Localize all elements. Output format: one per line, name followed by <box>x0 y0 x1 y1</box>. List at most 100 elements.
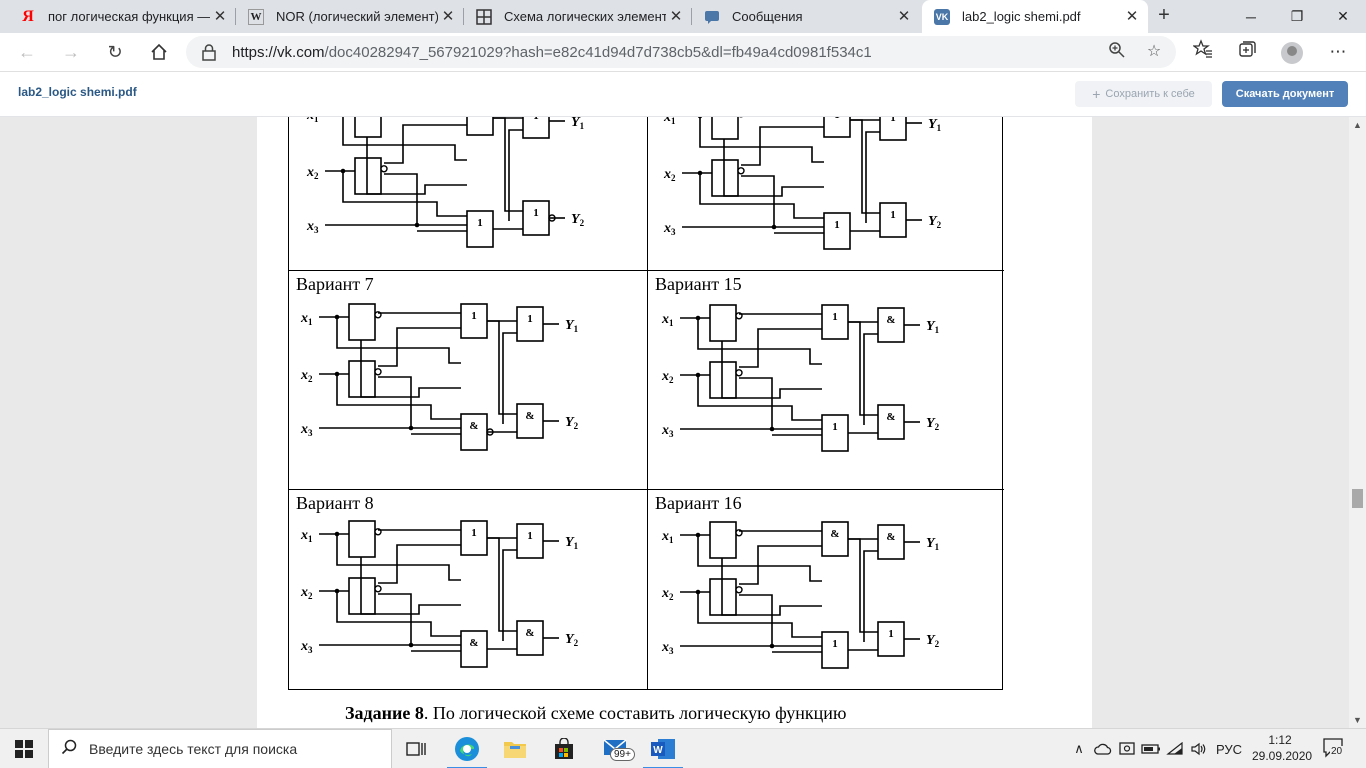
signal-label: Y1 <box>571 117 585 131</box>
task-view-button[interactable] <box>392 729 440 768</box>
taskbar-clock[interactable]: 1:12 29.09.2020 <box>1252 732 1312 764</box>
battery-icon[interactable] <box>1140 729 1162 768</box>
scroll-up-icon[interactable]: ▲ <box>1353 120 1362 130</box>
profile-avatar[interactable] <box>1281 42 1303 64</box>
logic-gate <box>460 303 488 339</box>
url-text[interactable]: https://vk.com/doc40282947_567921029?has… <box>232 44 872 61</box>
tab-yandex[interactable]: Я пог логическая функция — Ян ✕ <box>8 0 236 33</box>
yandex-icon: Я <box>22 7 34 25</box>
logic-gate <box>821 304 849 340</box>
store-button[interactable] <box>540 729 588 768</box>
address-bar[interactable]: https://vk.com/doc40282947_567921029?has… <box>186 36 1176 68</box>
minimize-button[interactable]: ─ <box>1246 8 1256 25</box>
save-to-docs-button[interactable]: +Сохранить к себе <box>1075 81 1212 107</box>
collections-icon[interactable] <box>1234 39 1260 65</box>
tab-messages[interactable]: Сообщения ✕ <box>692 0 920 33</box>
file-explorer-button[interactable] <box>491 729 539 768</box>
zoom-icon[interactable] <box>1106 41 1128 63</box>
logic-gate <box>711 117 739 140</box>
close-icon[interactable]: ✕ <box>213 7 227 25</box>
circuit-wire <box>502 332 517 424</box>
circuit-wire <box>342 171 467 217</box>
circuit-wire <box>739 545 822 585</box>
svg-text:W: W <box>653 745 663 756</box>
gate-symbol: & <box>886 314 895 326</box>
window-close-button[interactable]: ✕ <box>1337 8 1349 24</box>
scrollbar-thumb[interactable] <box>1352 489 1363 508</box>
gate-symbol: 1 <box>834 219 840 231</box>
favorites-icon[interactable] <box>1190 39 1216 65</box>
circuit-wire <box>487 537 517 632</box>
close-icon[interactable]: ✕ <box>1125 7 1139 25</box>
cloud-icon[interactable] <box>1092 729 1114 768</box>
vertical-scrollbar[interactable]: ▲ ▼ <box>1349 117 1366 728</box>
new-tab-button[interactable]: + <box>1158 4 1170 26</box>
taskbar-search[interactable]: Введите здесь текст для поиска <box>48 729 392 768</box>
wifi-icon[interactable] <box>1164 729 1186 768</box>
signal-label: x3 <box>661 640 674 656</box>
circuit-wire <box>741 126 824 166</box>
tab-wikipedia[interactable]: W NOR (логический элемент) В ✕ <box>236 0 464 33</box>
signal-label: x1 <box>661 312 674 328</box>
more-menu-icon[interactable]: ⋯ <box>1329 42 1347 61</box>
circuit-wire <box>378 593 412 645</box>
refresh-button[interactable]: ↻ <box>107 41 123 62</box>
variant-15-label: Вариант 15 <box>655 274 742 294</box>
word-taskbar-button[interactable]: W <box>639 729 687 768</box>
mail-badge: 99+ <box>610 748 635 761</box>
signal-label: x3 <box>306 219 319 235</box>
scroll-down-icon[interactable]: ▼ <box>1353 715 1362 725</box>
logic-gate <box>466 210 494 248</box>
tab-schema[interactable]: Схема логических элементов ✕ <box>464 0 692 33</box>
circuit-wire <box>336 374 461 420</box>
variants-table: x1x2x31111Y1Y2 x1x2x31111Y1Y2 Вариант 7 … <box>288 117 1004 690</box>
maximize-button[interactable]: ❐ <box>1290 8 1304 24</box>
volume-icon[interactable] <box>1188 729 1210 768</box>
circuit-wire <box>739 328 822 368</box>
close-icon[interactable]: ✕ <box>897 7 911 25</box>
home-button[interactable] <box>144 37 174 67</box>
document-page: x1x2x31111Y1Y2 x1x2x31111Y1Y2 Вариант 7 … <box>257 117 1092 728</box>
grid-icon <box>476 8 492 25</box>
edge-icon <box>455 737 479 761</box>
signal-label: x2 <box>306 165 319 181</box>
circuit-wire <box>863 333 878 425</box>
show-hidden-icons[interactable]: ∧ <box>1074 741 1084 756</box>
document-title[interactable]: lab2_logic shemi.pdf <box>18 85 137 99</box>
signal-label: Y1 <box>565 318 579 334</box>
circuit-wire <box>508 129 523 221</box>
language-indicator[interactable]: РУС <box>1215 741 1243 757</box>
clock-time: 1:12 <box>1268 733 1292 747</box>
signal-label: x3 <box>300 422 313 438</box>
tab-lab2-pdf[interactable]: VK lab2_logic shemi.pdf ✕ <box>922 0 1148 33</box>
back-button[interactable]: ← <box>18 41 36 62</box>
mail-button[interactable]: 99+ <box>592 729 640 768</box>
logic-circuit-diagram: x1x2x31111Y1Y2 <box>663 117 942 250</box>
signal-label: x2 <box>300 585 313 601</box>
signal-label: Y2 <box>571 212 585 228</box>
screen-icon[interactable] <box>1116 729 1138 768</box>
star-icon[interactable]: ☆ <box>1146 43 1162 60</box>
gate-symbol: 1 <box>533 117 539 122</box>
signal-label: Y2 <box>565 632 579 648</box>
close-icon[interactable]: ✕ <box>669 7 683 25</box>
signal-label: x2 <box>661 369 674 385</box>
variant-7-label: Вариант 7 <box>296 274 374 294</box>
forward-button[interactable]: → <box>62 41 80 62</box>
circuit-wire <box>721 558 822 616</box>
notification-center[interactable]: 20 <box>1322 737 1350 761</box>
vk-icon: VK <box>934 8 950 25</box>
word-icon: W <box>651 739 675 759</box>
circuit-wire <box>723 139 824 197</box>
start-button[interactable] <box>0 729 48 768</box>
circuit-wire <box>699 173 824 219</box>
document-viewer[interactable]: x1x2x31111Y1Y2 x1x2x31111Y1Y2 Вариант 7 … <box>0 117 1349 728</box>
download-button[interactable]: Скачать документ <box>1222 81 1348 107</box>
edge-taskbar-button[interactable] <box>443 729 491 768</box>
close-icon[interactable]: ✕ <box>441 7 455 25</box>
